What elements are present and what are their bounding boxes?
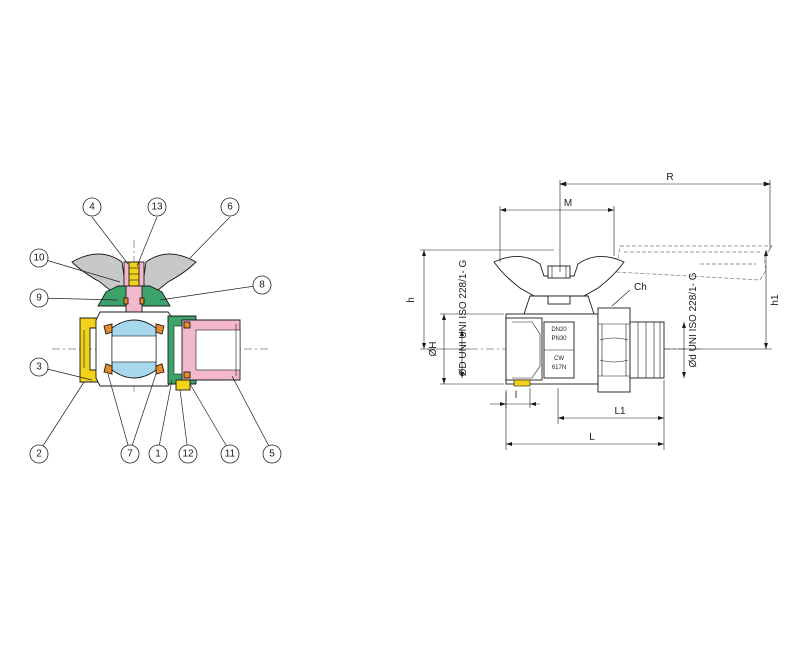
section-view (52, 240, 268, 392)
marking-cw: CW (554, 356, 564, 362)
dim-label-h1: h1 (770, 294, 781, 306)
o-ring (183, 321, 191, 329)
dimensions: R M h ØH ØD UNI UNI ISO 228/1- G Ød UNI … (406, 172, 781, 450)
svg-text:6: 6 (227, 202, 233, 213)
svg-text:3: 3 (36, 362, 42, 373)
svg-text:7: 7 (127, 449, 133, 460)
dim-label-oh: ØH (428, 342, 439, 357)
dim-label-total-l: L (589, 432, 595, 443)
callout-6: 6 (220, 197, 240, 217)
dim-label-m: M (564, 198, 572, 209)
callout-leaders (38, 216, 273, 453)
dim-label-l1: L1 (614, 406, 626, 417)
marking-dn: DN20 (551, 327, 567, 333)
callout-9: 9 (29, 288, 49, 308)
dim-label-h: h (406, 297, 417, 303)
callout-4: 4 (82, 197, 102, 217)
lever-outline-dashed (615, 245, 773, 281)
callout-3: 3 (29, 357, 49, 377)
male-thread-end (629, 321, 665, 379)
callout-7: 7 (120, 444, 140, 464)
hex-nut (597, 307, 631, 393)
seat-right-low (155, 363, 165, 375)
callout-1: 1 (148, 444, 168, 464)
callout-13: 13 (147, 197, 167, 217)
callout-11: 11 (220, 444, 240, 464)
dimension-view: DN20 PN30 CW 617N (470, 245, 773, 393)
callout-10: 10 (29, 248, 49, 268)
svg-text:13: 13 (151, 202, 163, 213)
callout-5: 5 (262, 444, 282, 464)
dim-label-r: R (666, 172, 673, 183)
callouts: 4 13 6 10 9 8 3 2 7 1 12 11 5 (29, 197, 282, 464)
svg-text:9: 9 (36, 293, 42, 304)
svg-text:12: 12 (182, 449, 194, 460)
side-handle-screw (547, 265, 571, 279)
seat-left-low (103, 363, 113, 375)
svg-text:11: 11 (225, 449, 236, 460)
dim-label-od-right: Ød UNI ISO 228/1- G (688, 272, 699, 367)
callout-12: 12 (178, 444, 198, 464)
callout-2: 2 (29, 444, 49, 464)
butterfly-handle (71, 253, 197, 291)
svg-text:8: 8 (259, 280, 265, 291)
dim-label-l: l (515, 390, 517, 401)
svg-text:10: 10 (33, 253, 45, 264)
dim-label-ch: Ch (634, 282, 647, 293)
seat-left (103, 323, 113, 335)
dim-label-od-left: ØD UNI UNI ISO 228/1- G (458, 259, 469, 376)
svg-text:4: 4 (89, 202, 95, 213)
seat-right (155, 323, 165, 335)
svg-text:2: 2 (36, 449, 42, 460)
marking-pn: PN30 (551, 336, 567, 342)
svg-text:1: 1 (155, 449, 161, 460)
svg-text:5: 5 (269, 449, 275, 460)
marking-alloy: 617N (552, 365, 566, 371)
callout-8: 8 (252, 275, 272, 295)
seal-tab (513, 379, 531, 387)
